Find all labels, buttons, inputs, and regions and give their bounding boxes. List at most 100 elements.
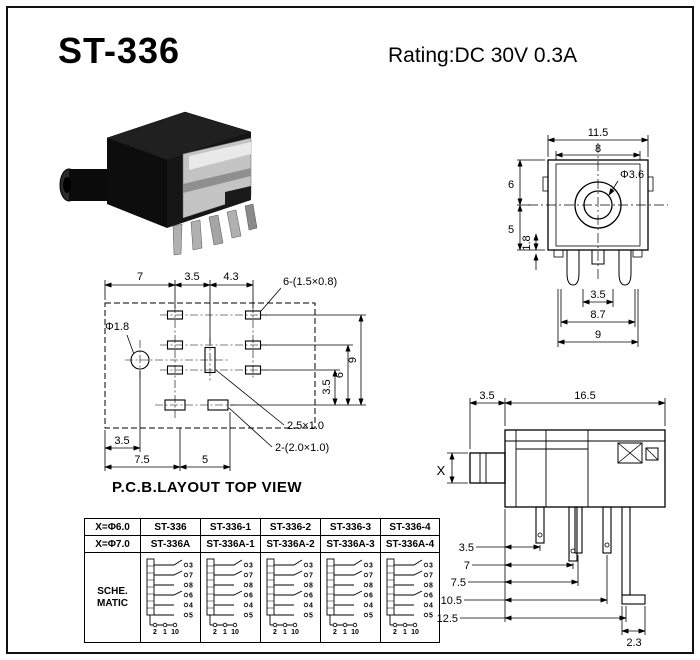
- pin-numbers: 3 7 8 6 4 5 2 1 10: [153, 563, 193, 637]
- schematic-cell: 3 7 8 6 4 5 2 1 10: [380, 552, 440, 643]
- schematic-diagram: 3 7 8 6 4 5 2 1 10: [206, 558, 253, 637]
- top-view-drawing: 11.5 8 6 5 1.8 Φ3.6 3.5 8.7 9: [508, 127, 668, 347]
- dim-label: 7: [137, 271, 143, 283]
- dim-label: 9: [595, 329, 601, 341]
- dim-label: 16.5: [574, 390, 595, 402]
- dim-label: 11.5: [588, 127, 609, 139]
- pin-number: 10: [291, 629, 299, 636]
- pin-number: 8: [369, 583, 373, 590]
- pcb-labels: 7 3.5 4.3 6-(1.5×0.8) Φ1.8 3.5 6 9 2.5×1…: [105, 271, 359, 466]
- side-view-part: [469, 429, 666, 605]
- pin-number: 5: [429, 613, 433, 620]
- dim-label: 3.5: [321, 379, 333, 394]
- hole-diameter-label: Φ1.8: [105, 321, 129, 333]
- top-view-centerlines: [528, 143, 668, 280]
- dim-label: 3.5: [479, 390, 494, 402]
- pin-number: 1: [283, 629, 287, 636]
- page-border: [6, 6, 694, 654]
- schematic-cell: 3 7 8 6 4 5 2 1 10: [260, 552, 321, 643]
- part-number-title: ST-336: [58, 30, 181, 71]
- table-cell: ST-336-2: [260, 518, 321, 536]
- side-view-labels: 3.5 16.5 X 3.5 7 7.5 10.5 12.5 2.3: [437, 390, 642, 649]
- pin-number: 2: [333, 629, 337, 636]
- table-cell: ST-336-3: [320, 518, 381, 536]
- table-cell: ST-336A: [140, 535, 201, 553]
- pin-number: 4: [309, 603, 313, 610]
- dim-label: 3.5: [184, 271, 199, 283]
- pin-number: 10: [171, 629, 179, 636]
- table-cell: X=Φ6.0: [84, 518, 141, 536]
- pin-number: 3: [309, 563, 313, 570]
- pin-number: 5: [369, 613, 373, 620]
- product-photo: [59, 111, 258, 256]
- slot-note-label: 2.5×1.0: [287, 420, 324, 432]
- pin-number: 4: [369, 603, 373, 610]
- pin-number: 10: [411, 629, 419, 636]
- rating-text: Rating:DC 30V 0.3A: [388, 44, 578, 67]
- schematic-cell: 3 7 8 6 4 5 2 1 10: [140, 552, 201, 643]
- table-row: X=Φ6.0 ST-336 ST-336-1 ST-336-2 ST-336-3…: [84, 518, 440, 536]
- pin-number: 7: [189, 573, 193, 580]
- table-cell: ST-336-1: [200, 518, 261, 536]
- pin-numbers: 3 7 8 6 4 5 2 1 10: [213, 563, 253, 637]
- pin-number: 10: [351, 629, 359, 636]
- pcb-layout-caption: P.C.B.LAYOUT TOP VIEW: [112, 479, 302, 496]
- table-cell: ST-336A-3: [320, 535, 381, 553]
- pin-number: 7: [369, 573, 373, 580]
- dim-label: 5: [508, 224, 514, 236]
- pin-numbers: 3 7 8 6 4 5 2 1 10: [273, 563, 313, 637]
- variant-table: X=Φ6.0 ST-336 ST-336-1 ST-336-2 ST-336-3…: [84, 518, 440, 643]
- pin-number: 8: [429, 583, 433, 590]
- schematic-label-line1: SCHE.: [97, 586, 128, 597]
- pin-number: 6: [309, 593, 313, 600]
- dim-label: 7.5: [451, 577, 466, 589]
- side-view-dimensions: [447, 398, 666, 635]
- pin-number: 1: [223, 629, 227, 636]
- top-view-dimensions: [517, 135, 649, 347]
- pin-number: 5: [309, 613, 313, 620]
- connector-body: [59, 111, 258, 256]
- pin-number: 3: [369, 563, 373, 570]
- top-view-labels: 11.5 8 6 5 1.8 Φ3.6 3.5 8.7 9: [508, 127, 644, 341]
- dim-label: 2.3: [626, 637, 641, 649]
- schematic-diagram: 3 7 8 6 4 5 2 1 10: [386, 558, 433, 636]
- dim-label: 4.3: [223, 271, 238, 283]
- pin-number: 10: [231, 629, 239, 636]
- side-view-drawing: 3.5 16.5 X 3.5 7 7.5 10.5 12.5 2.3: [437, 390, 666, 649]
- pin-number: 3: [429, 563, 433, 570]
- schematic-label-line2: MATIC: [97, 597, 128, 609]
- table-row-schematics: SCHE. MATIC 3 7 8 6 4: [84, 552, 440, 643]
- pin-number: 7: [309, 573, 313, 580]
- pin-number: 5: [189, 613, 193, 620]
- pcb-dimensions: [104, 280, 366, 471]
- table-row: X=Φ7.0 ST-336A ST-336A-1 ST-336A-2 ST-33…: [84, 535, 440, 553]
- pin-number: 4: [249, 603, 253, 610]
- schematic-diagram: 3 7 8 6 4 5 2 1 10: [326, 558, 373, 636]
- pin-number: 3: [249, 563, 253, 570]
- pin-number: 4: [429, 603, 433, 610]
- dim-label: 6: [334, 372, 346, 378]
- pin-number: 7: [429, 573, 433, 580]
- pads-note-label: 6-(1.5×0.8): [283, 276, 337, 288]
- pin-number: 2: [213, 629, 217, 636]
- pcb-centerlines: [125, 305, 267, 418]
- dim-label: 10.5: [441, 595, 462, 607]
- pin-number: 1: [163, 629, 167, 636]
- dim-label: 1.8: [521, 235, 533, 250]
- dim-label: 9: [347, 357, 359, 363]
- pin-number: 3: [189, 563, 193, 570]
- pin-number: 4: [189, 603, 193, 610]
- pin-number: 8: [309, 583, 313, 590]
- dim-label: 8: [595, 143, 601, 155]
- pcb-pads: [130, 310, 262, 411]
- pin-number: 8: [189, 583, 193, 590]
- table-cell: ST-336-4: [380, 518, 440, 536]
- pin-number: 6: [189, 593, 193, 600]
- pin-number: 8: [249, 583, 253, 590]
- dim-label: 7: [464, 560, 470, 572]
- hole-diameter-label: Φ3.6: [620, 169, 644, 181]
- pin-number: 2: [273, 629, 277, 636]
- schematic-diagram: 3 7 8 6 4 5 2 1 10: [266, 558, 313, 637]
- pin-number: 6: [249, 593, 253, 600]
